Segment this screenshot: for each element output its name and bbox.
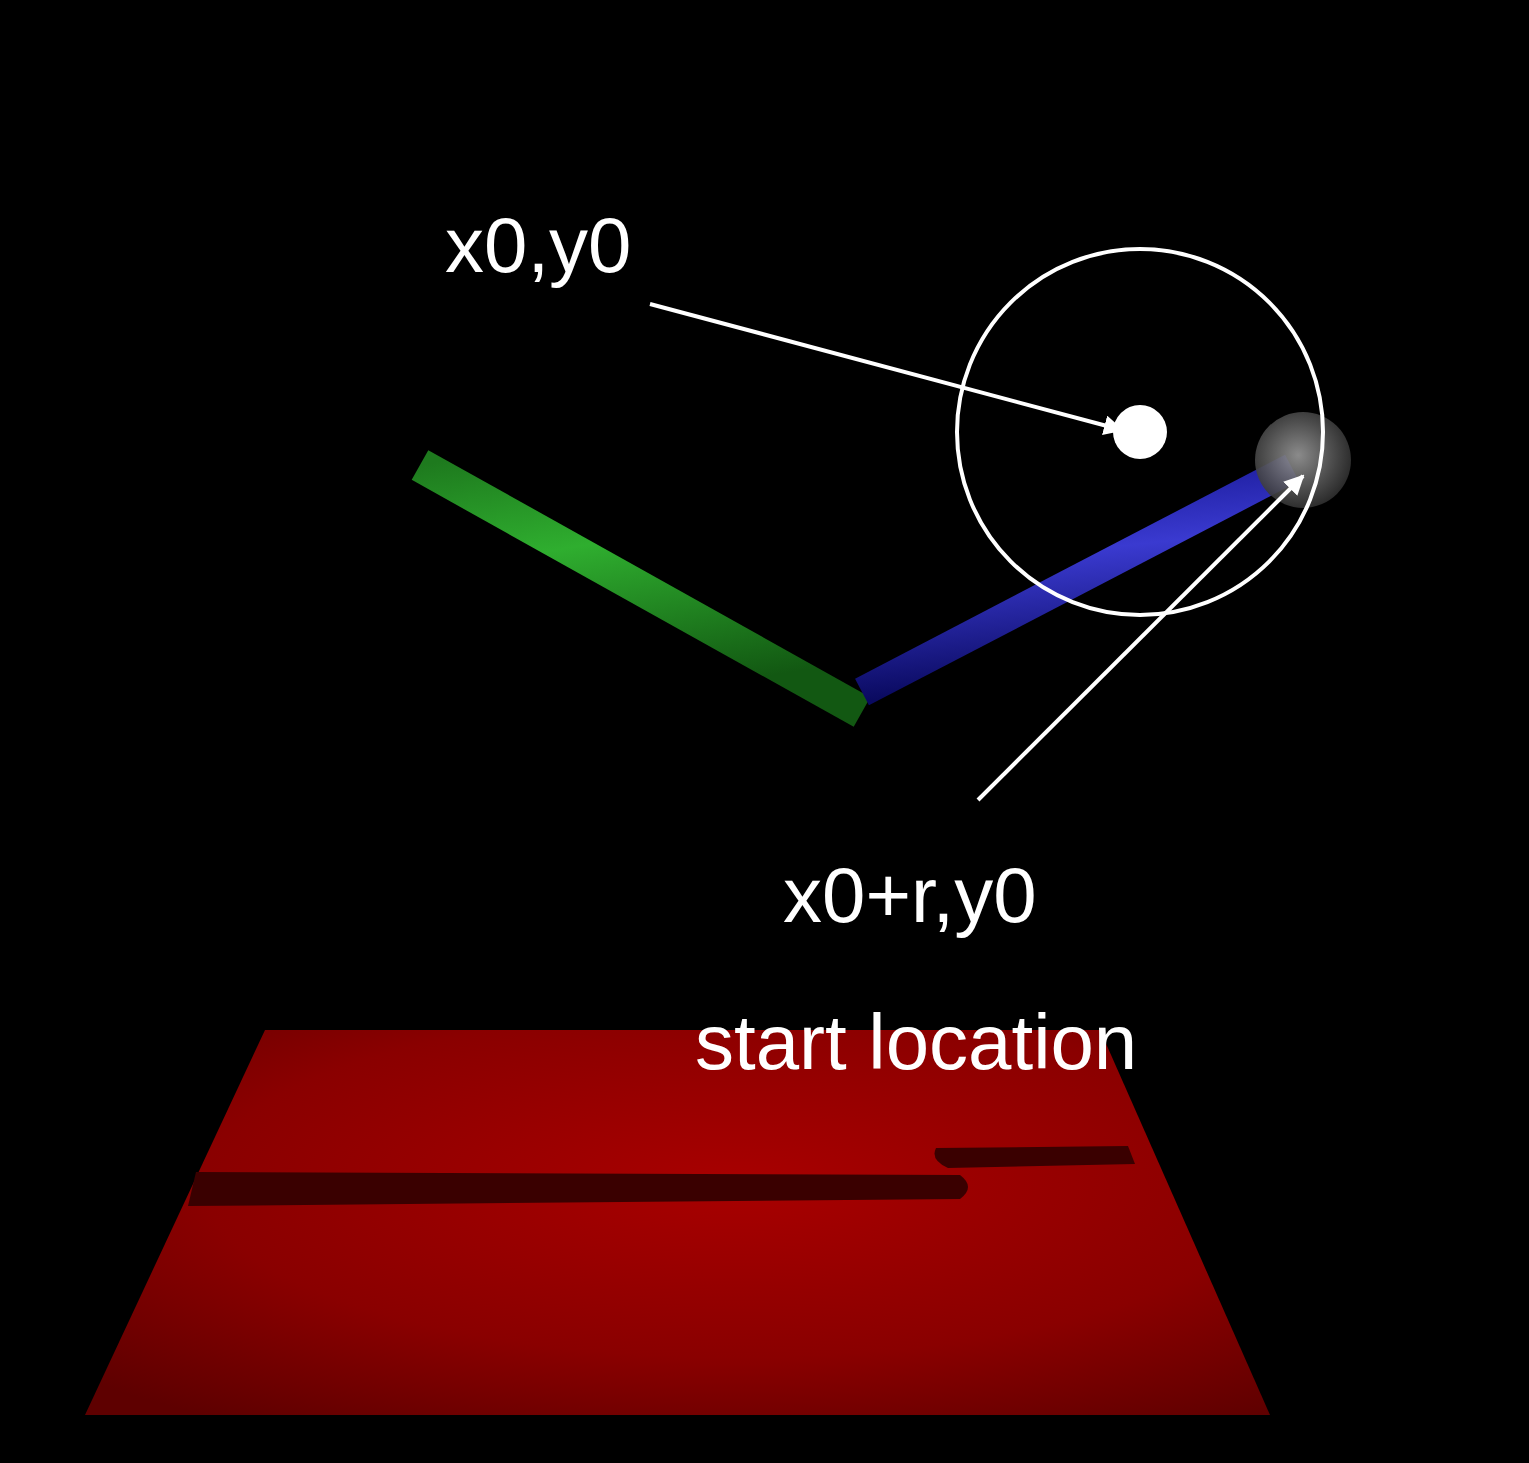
leader-arrow [650,304,1122,430]
target-circle [957,249,1323,615]
arm-shadow [935,1146,1136,1168]
blue-link [862,468,1292,692]
center-dot [1113,405,1167,459]
annotation-label: start location [695,1003,1137,1081]
annotation-label: x0+r,y0 [783,856,1037,934]
end-effector-sphere [1255,412,1351,508]
floor-plane [85,1030,1270,1415]
green-link [420,465,862,712]
leader-arrow [978,476,1303,800]
arm-shadow [188,1172,968,1206]
annotation-label: x0,y0 [445,206,631,284]
